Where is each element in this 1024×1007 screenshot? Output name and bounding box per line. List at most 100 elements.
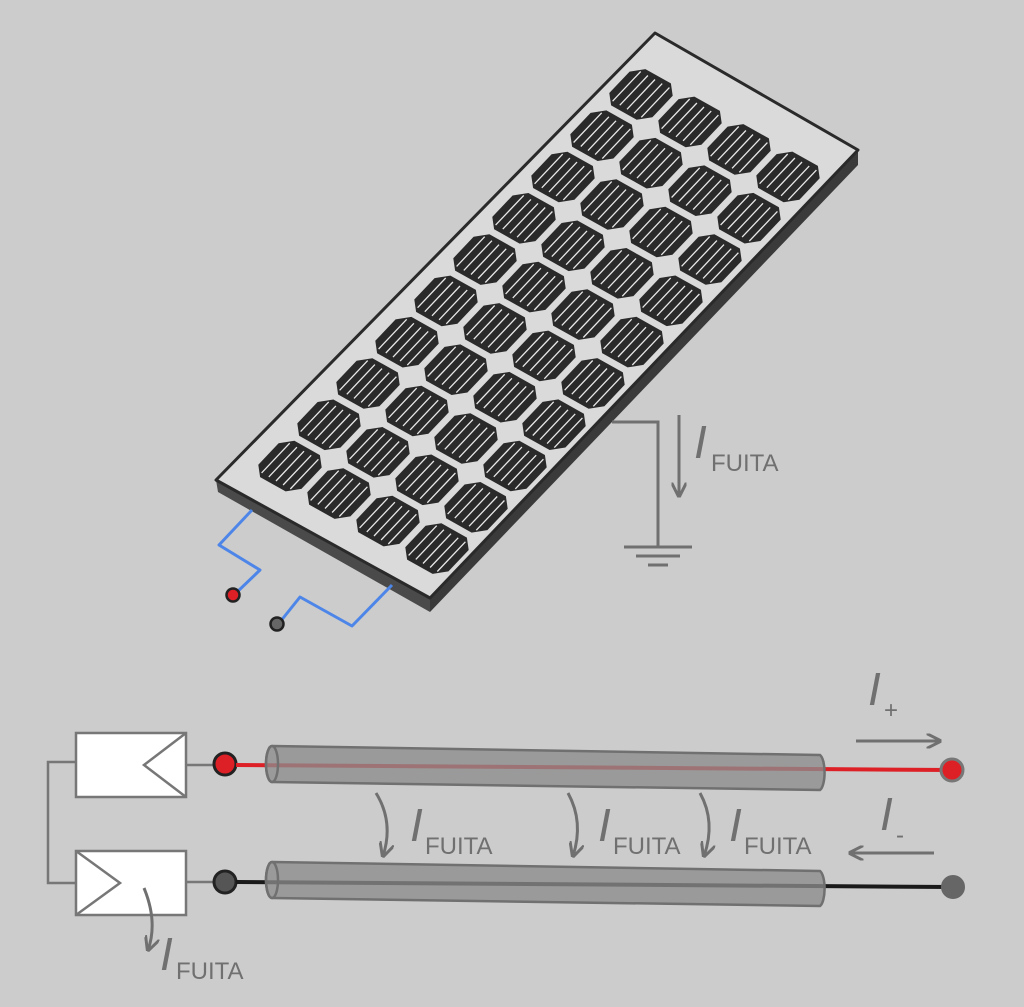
cell-busbar [532, 405, 562, 436]
cell-busbar [619, 75, 649, 106]
cell-busbar [724, 134, 754, 165]
cell-busbar [585, 372, 615, 403]
cell-busbar [551, 226, 581, 258]
cell-busbar [458, 427, 488, 458]
cell-busbar [385, 322, 415, 354]
current-symbol: I [868, 663, 881, 715]
panel-bottom-edge [216, 480, 430, 612]
leak-subscript: FUITA [711, 450, 779, 477]
cell-busbar [424, 281, 454, 313]
current-symbol: I [410, 799, 423, 851]
cell-busbar [497, 385, 527, 417]
cell-busbar [622, 139, 652, 171]
leak-label-module: I FUITA [160, 928, 244, 985]
cell-busbar [522, 336, 552, 368]
cell-busbar [360, 372, 390, 403]
cell-busbar [324, 478, 354, 509]
leak-arrow-cable-2 [566, 792, 577, 856]
cell-busbar [387, 513, 417, 545]
cell-busbar [431, 285, 461, 317]
module-upper-terminal [212, 751, 238, 777]
cell-busbar [661, 98, 691, 130]
cell-busbar [317, 474, 347, 505]
cell-busbar [461, 491, 491, 523]
module-link-wire [46, 760, 76, 885]
cell-busbar [583, 181, 613, 212]
cell-busbar [466, 305, 496, 336]
cell-busbar [321, 413, 351, 445]
cell-busbar [331, 482, 361, 513]
cell-busbar [268, 446, 298, 478]
current-symbol: I [729, 799, 742, 851]
cell-busbar [444, 419, 474, 450]
cell-busbar [689, 114, 719, 146]
cell-busbar [759, 153, 789, 185]
cell-busbar [441, 354, 471, 386]
cell-busbar [603, 318, 633, 350]
leak-subscript: FUITA [744, 833, 812, 860]
cell-busbar [526, 275, 556, 307]
current-symbol: I [694, 416, 707, 468]
cell-busbar [787, 169, 817, 201]
leak-label-cable-1: I FUITA [410, 799, 493, 860]
cell-busbar [720, 194, 750, 226]
cell-busbar [650, 155, 680, 187]
cell-busbar [378, 318, 408, 350]
cell-busbar [656, 285, 686, 317]
positive-cable [235, 744, 965, 792]
cell-busbar [578, 368, 608, 399]
leak-label-cable-3: I FUITA [729, 799, 812, 860]
cell-busbar [678, 171, 708, 202]
module-lower-terminal [212, 869, 238, 895]
positive-cable-sheath [264, 744, 826, 792]
panel-output-wires [217, 508, 394, 632]
cell-busbar [604, 193, 634, 224]
cell-busbar [417, 277, 447, 309]
cell-busbar [692, 179, 722, 211]
negative-cable [235, 860, 965, 908]
cell-busbar [571, 364, 601, 395]
cell-busbar [370, 441, 400, 472]
cell-busbar [695, 244, 725, 275]
leak-label-cable-2: I FUITA [598, 799, 681, 860]
minus-subscript: - [896, 822, 904, 849]
panel-wire-negative [278, 583, 394, 628]
cell-busbar [607, 257, 637, 289]
cell-busbar [448, 358, 478, 390]
cell-busbar [525, 401, 555, 432]
cell-busbar [349, 428, 379, 460]
cell-busbar [580, 116, 610, 147]
cell-busbar [601, 128, 631, 160]
panel-wire-positive [217, 508, 262, 596]
cell-busbar [773, 161, 803, 193]
cell-busbar [456, 236, 486, 267]
solar-panel [214, 31, 860, 612]
cell-busbar [454, 487, 484, 519]
cell-busbar [438, 289, 468, 321]
leak-arrow-cable-3 [698, 792, 709, 856]
cell-busbar [310, 470, 340, 501]
module-upper-symbol-icon [141, 732, 187, 798]
cell-busbar [399, 330, 429, 362]
cell-busbar [594, 124, 624, 156]
cell-busbar [741, 206, 771, 238]
cell-busbar [480, 313, 510, 344]
cell-busbar [353, 368, 383, 399]
cell-busbar [573, 112, 603, 143]
leak-label-ground: I FUITA [694, 416, 779, 477]
cell-busbar [639, 212, 669, 244]
cell-busbar [451, 423, 481, 454]
cell-busbar [307, 405, 337, 437]
cell-busbar [612, 71, 642, 102]
cell-busbar [486, 442, 516, 474]
cell-busbar [427, 346, 457, 377]
cell-busbar [402, 395, 432, 427]
cell-busbar [356, 432, 386, 464]
cell-busbar [500, 450, 530, 482]
cell-busbar [699, 183, 729, 215]
cell-busbar [523, 211, 553, 242]
cell-busbar [681, 236, 711, 267]
cell-busbar [636, 147, 666, 179]
cell-busbar [544, 222, 574, 254]
cell-busbar [553, 417, 583, 449]
